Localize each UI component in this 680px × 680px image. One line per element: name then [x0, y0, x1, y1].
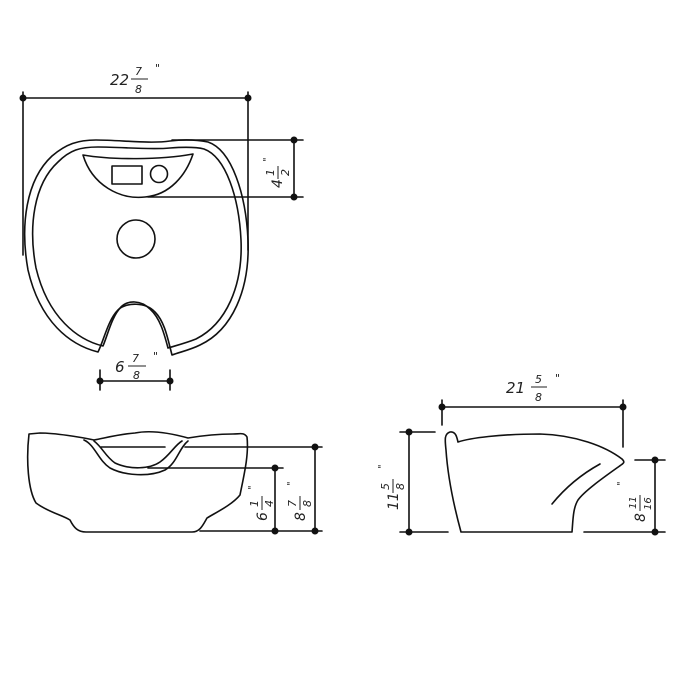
- label-notch-width: 6 7 8 ": [115, 350, 158, 382]
- basin-inner-outline: [31, 146, 242, 349]
- label-overall-width: 22 7 8 ": [110, 62, 160, 96]
- svg-text:6: 6: [115, 358, 125, 376]
- label-side-height: 11 5 8 ": [377, 464, 407, 510]
- svg-text:8: 8: [133, 369, 140, 382]
- svg-text:4: 4: [270, 179, 286, 188]
- drain-hole: [116, 219, 156, 259]
- svg-text:2: 2: [279, 169, 292, 176]
- svg-text:22: 22: [110, 71, 129, 89]
- svg-text:8: 8: [633, 513, 649, 522]
- svg-text:5: 5: [379, 483, 392, 490]
- svg-text:8: 8: [293, 512, 309, 521]
- basin-outer-outline: [23, 139, 249, 356]
- svg-text:8: 8: [535, 391, 542, 404]
- front-view: [26, 431, 323, 533]
- display-window: [111, 165, 143, 185]
- svg-text:11: 11: [628, 496, 639, 509]
- svg-text:1: 1: [264, 169, 277, 176]
- svg-text:": ": [286, 481, 297, 486]
- svg-text:7: 7: [286, 500, 299, 507]
- label-side-length: 21 5 8 ": [506, 372, 560, 404]
- svg-text:8: 8: [394, 483, 407, 490]
- svg-text:7: 7: [132, 352, 139, 365]
- front-bowl-inner-curve: [93, 440, 183, 469]
- dimension-endpoints: [19, 94, 659, 536]
- svg-text:": ": [155, 62, 160, 75]
- svg-text:1: 1: [248, 500, 261, 507]
- svg-text:": ": [616, 481, 627, 486]
- control-panel-outline: [82, 153, 194, 199]
- label-front-height: 8 7 8 ": [286, 481, 314, 521]
- label-lip-height: 8 11 16 ": [616, 481, 654, 522]
- svg-text:": ": [153, 350, 158, 363]
- top-view: [22, 91, 304, 391]
- side-body-outline: [444, 431, 625, 533]
- svg-text:21: 21: [506, 379, 525, 397]
- svg-text:11: 11: [386, 492, 402, 510]
- svg-text:": ": [247, 485, 258, 490]
- svg-text:6: 6: [255, 512, 271, 521]
- svg-text:": ": [262, 157, 273, 162]
- label-panel-depth: 4 1 2 ": [262, 157, 292, 188]
- label-basin-depth: 6 1 4 ": [247, 485, 276, 521]
- front-body-outline: [26, 431, 249, 533]
- svg-text:16: 16: [643, 497, 654, 510]
- svg-text:": ": [555, 372, 560, 385]
- side-view: [399, 399, 666, 533]
- svg-text:8: 8: [301, 500, 314, 507]
- svg-text:": ": [377, 464, 388, 469]
- side-inner-curve: [551, 463, 601, 505]
- svg-text:5: 5: [535, 373, 542, 386]
- svg-text:4: 4: [263, 500, 276, 507]
- control-knob: [149, 164, 169, 184]
- front-bowl-outer-curve: [83, 439, 189, 476]
- svg-text:7: 7: [135, 65, 142, 78]
- svg-text:8: 8: [135, 83, 142, 96]
